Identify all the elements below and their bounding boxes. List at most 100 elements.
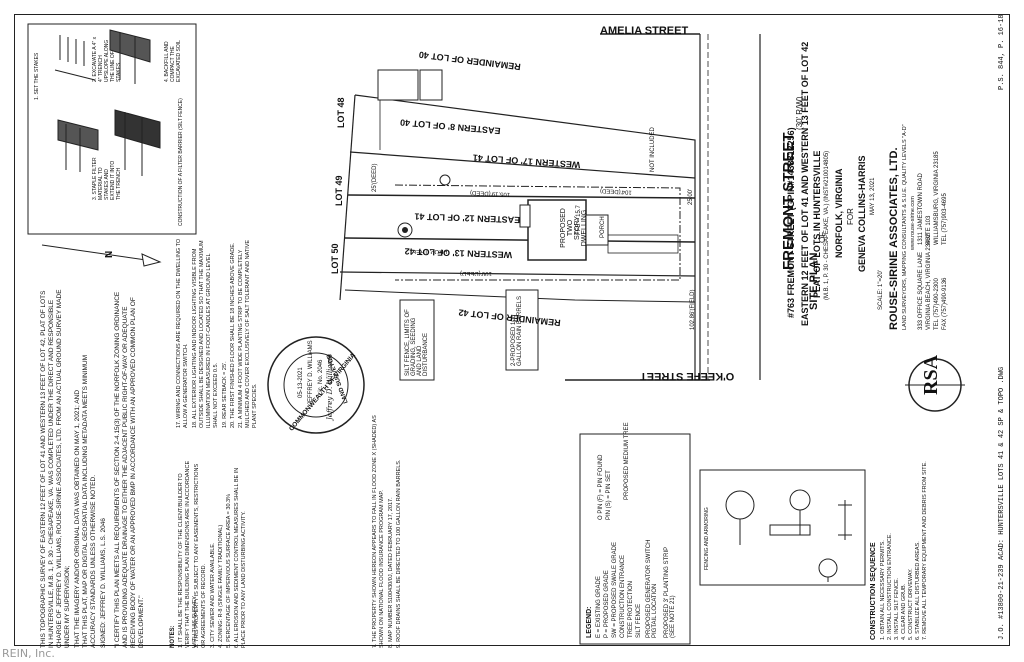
for-label: FOR — [846, 208, 855, 225]
plat-book-ref: P.S. 844, P. 16-18 — [998, 14, 1006, 90]
detail-step-3: 3. STAPLE FILTER MATERIAL TO STAKES AND … — [92, 157, 122, 200]
sequence-step-2: 2. INSTALL CONSTRUCTION ENTRANCE. — [887, 533, 893, 640]
rsa-logo — [905, 358, 965, 412]
rsa-logo-text: RSA — [920, 354, 942, 395]
dwelling-label: PROPOSED TWO STORY DWELLING — [560, 208, 588, 248]
silt-fence-note-box — [399, 299, 435, 381]
porch — [585, 214, 609, 246]
note-2: 2. THIS PROPERTY IS SUBJECT TO ANY EASEM… — [194, 463, 207, 648]
legend-pin-found: O PIN (F) = PIN FOUND — [598, 454, 604, 520]
street-label-okeefe: O'KEEFE STREET — [640, 370, 735, 382]
note-3: 3. CITY SEWER AND WATER AVAILABLE. — [210, 542, 216, 648]
legend-item-8: PROPOSED 3' PLANTING STRIP (SEE NOTE 21) — [664, 546, 676, 638]
dim-25-field: 25.00' — [688, 188, 694, 205]
legend-title: LEGEND: — [586, 606, 593, 639]
firm-fax1: FAX (757)490-9136 — [942, 277, 948, 330]
plan-line3: PLAT OF LOTS IN HUNTERSVILLE — [812, 150, 822, 298]
acad-file: ACAD: HUNTERSVILLE LOTS 41 & 42 SP & TOP… — [998, 366, 1006, 560]
note-6: 6. ALL EROSION AND SEDIMENT CONTROL MEAS… — [234, 467, 247, 648]
north-label: N — [104, 250, 115, 258]
plan-scale: SCALE: 1"=20' — [878, 270, 884, 310]
cert-signed: SIGNED: JEFFREY D. WILLIAMS, L.S. 2046 — [100, 518, 107, 648]
firm-addr5: WILLIAMSBURG, VIRGINIA 23185 — [934, 151, 940, 245]
legend-medium-tree: PROPOSED MEDIUM TREE — [624, 422, 630, 500]
firm-phone2: TEL (757)903-4695 — [942, 193, 948, 245]
sequence-step-3: 3. INSTALL SILT FENCE. — [894, 577, 900, 640]
seal-date: 05-13-2021 — [298, 367, 304, 398]
firm-web: www.rouse-sirine.com — [910, 196, 916, 250]
sequence-title: CONSTRUCTION SEQUENCE — [870, 542, 877, 640]
silt-fence-line — [394, 184, 681, 281]
silt-fence-detail-box — [27, 23, 197, 235]
cert-line3: THAT THIS PLAT, MAP OR DIGITAL GEOSPATIA… — [82, 354, 89, 648]
note-5: 5. PERCENTAGE OF IMPERVIOUS SURFACE AREA… — [226, 494, 232, 648]
certify-statement: "I CERTIFY THIS PLAN MEETS ALL REQUIREME… — [114, 291, 145, 648]
detail-step-2: 2. EXCAVATE A 4" x 4" TRENCH UPSLOPE ALO… — [92, 36, 122, 82]
proposed-dwelling — [527, 199, 587, 261]
legend-box — [579, 433, 691, 645]
firm-addr4: SUITE 103 — [926, 215, 932, 245]
sequence-step-7: 7. REMOVE ALL TEMPORARY EQUIPMENT AND DE… — [922, 461, 928, 640]
detail-step-1: 1. SET THE STAKES — [34, 52, 40, 100]
job-number: J.O. #13800-21-239 — [998, 564, 1006, 640]
plan-date: MAY 13, 2021 — [870, 177, 876, 215]
note-7: 7. THE PROPERTY SHOWN HEREON APPEARS TO … — [372, 415, 385, 648]
silt-fence-illustrations — [54, 29, 161, 176]
legend-item-4: CONSTRUCTION ENTRANCE — [620, 554, 626, 638]
silt-fence-note: SILT FENCE, LIMITS OF GRADING, SEEDING A… — [405, 309, 429, 376]
lot-49-label: LOT 49 — [334, 175, 344, 206]
plan-city: NORFOLK, VIRGINIA — [834, 168, 844, 259]
note-8: 8. MAP NUMBER 5100430/0J, DATED FEBRUARY… — [388, 497, 394, 648]
rain-barrel-note: 2-PROPOSED 100 GALLON RAIN BARRELS — [511, 295, 523, 366]
legend-item-2: P = PROPOSED GRADE — [604, 570, 610, 638]
silt-fence-detail-title: CONSTRUCTION OF A FILTER BARRIER (SILT F… — [178, 98, 184, 226]
legend-pin-set: PIN (S) = PIN SET — [606, 470, 612, 520]
plan-line2: EASTERN 12 FEET OF LOT 41 AND WESTERN 13… — [800, 41, 810, 326]
sequence-step-5: 5. CONSTRUCT DRIVEWAY. — [908, 568, 914, 640]
legend-item-3: SW = PROPOSED SWALE GRADE — [612, 542, 618, 638]
note-17: 17. WIRING AND CONNECTIONS ARE REQUIRED … — [176, 238, 189, 428]
firm-addr1: 333 OFFICE SQUARE LANE — [918, 251, 924, 330]
note-18: 18. ALL EXTERIOR LIGHTING AND INDOOR LIG… — [192, 240, 219, 428]
watermark: REIN, Inc. — [2, 647, 55, 660]
client-name: GENEVA COLLINS-HARRIS — [857, 155, 867, 272]
dim-25: 25'(DEED) — [372, 163, 378, 193]
note-21: 21. A MINIMUM 4 FOOT WIDE PLANTING STRIP… — [238, 239, 258, 428]
lot-48-label: LOT 48 — [336, 97, 346, 128]
firm-name: ROUSE-SIRINE ASSOCIATES, LTD. — [888, 147, 900, 330]
notes-label: NOTES: — [170, 625, 176, 648]
seal-name: JEFFREY D. WILLIAMS — [308, 340, 314, 405]
hvac-pad — [519, 204, 531, 228]
not-included: NOT INCLUDED — [650, 127, 656, 172]
legend-item-5: TREE PROTECTION — [628, 580, 634, 638]
north-arrow-icon — [41, 244, 162, 267]
legend-item-6: SILT FENCE — [636, 603, 642, 638]
street-label-amelia: AMELIA STREET — [600, 25, 689, 37]
firm-tagline: LAND SURVEYORS, MAPPING CONSULTANTS & S.… — [902, 124, 908, 330]
cert-line2: THAT THE IMAGERY AND/OR ORIGINAL DATA WA… — [74, 389, 81, 648]
note-4: 4. ZONING: R-8 (SINGLE FAMILY TRADITIONA… — [218, 524, 224, 648]
prop-tree-label: PROP. TREE — [412, 248, 448, 254]
sequence-step-4: 4. CLEAR AND GRUB. — [901, 583, 907, 640]
seal-signature: Jeffrey D. Williams — [326, 354, 334, 420]
tree-protection-icon — [439, 174, 451, 186]
firm-addr2: VIRGINIA BEACH, VIRGINIA 23462 — [926, 233, 932, 330]
note-9: 9. ROOF DRAINS SHALL BE DIRECTED TO 100 … — [396, 459, 402, 648]
rain-barrel-note-box — [505, 289, 539, 371]
dim-102: 102.86'(FIELD) — [690, 289, 696, 331]
tree-detail-title: FENCING AND ARMORING — [704, 507, 710, 570]
lot-50-label: LOT 50 — [330, 243, 340, 274]
sequence-step-1: 1. OBTAIN ALL NECESSARY PERMITS. — [880, 540, 886, 640]
cert-line4: ACCURACY STANDARDS UNLESS OTHERWISE NOTE… — [90, 475, 97, 648]
detail-step-4: 4. BACKFILL AND COMPACT THE EXCAVATED SO… — [164, 40, 182, 82]
note-19: 19. REAR SETBACK = 25'. — [222, 361, 228, 428]
cert-statement: THIS TOPOGRAPHIC SURVEY OF EASTERN 12 FE… — [40, 289, 71, 648]
dim-100: 100'(DEED) — [460, 270, 492, 276]
plan-line4: (M.B. 1, P. 30 - CHESAPEAKE, VA.) (INST#… — [824, 150, 830, 300]
tree-detail-box — [699, 469, 866, 586]
legend-item-7: PROPOSED GENERATOR SWITCH PIGTAIL LOCATI… — [646, 539, 658, 638]
surveyor-seal — [267, 336, 365, 434]
ffe-label: FFE = 15.7 — [576, 205, 582, 235]
lot-lines — [339, 70, 696, 380]
